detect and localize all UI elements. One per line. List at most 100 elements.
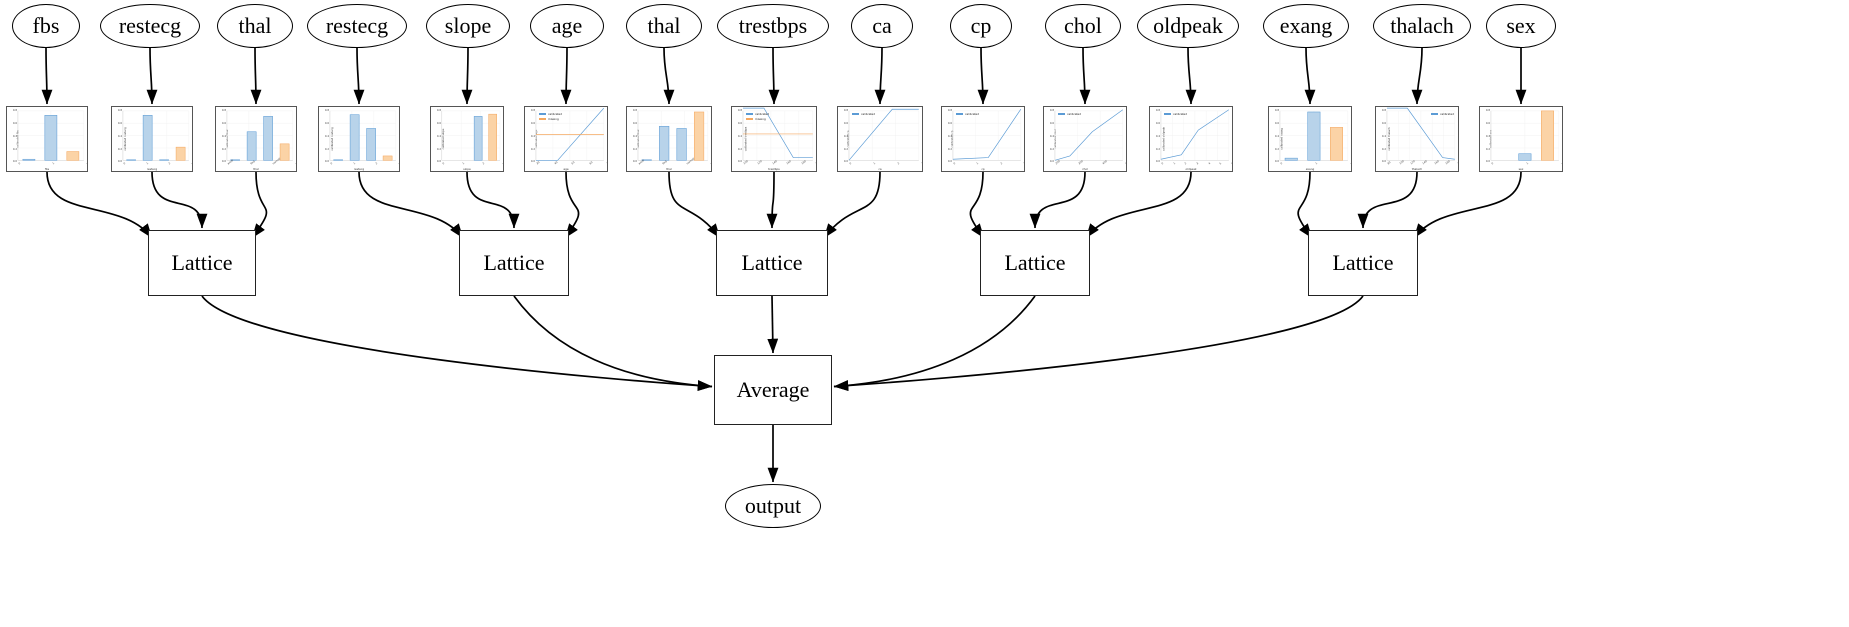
plot-ytick: 0.4 xyxy=(436,134,441,138)
lattice-node-label: Lattice xyxy=(171,250,233,275)
plot-ytick: 0.2 xyxy=(1049,147,1054,151)
plot-xlabel: cp xyxy=(981,167,985,171)
average-node[interactable]: Average xyxy=(714,355,832,425)
feature-node-thalach[interactable]: thalach xyxy=(1373,4,1471,48)
feature-node-label: chol xyxy=(1064,13,1102,38)
feature-node-ca[interactable]: ca xyxy=(851,4,913,48)
plot-ytick: 0.0 xyxy=(632,160,637,164)
edge-lattice-to-average-1 xyxy=(513,295,713,391)
plot-ytick: 0.4 xyxy=(1485,134,1490,138)
edge-feature-to-plot-chol xyxy=(1079,47,1091,105)
plot-bar xyxy=(142,115,153,161)
feature-node-label: trestbps xyxy=(738,13,808,38)
feature-node-trestbps[interactable]: trestbps xyxy=(717,4,829,48)
plot-ytick: 0.0 xyxy=(12,160,17,164)
legend-swatch-calibrated xyxy=(852,113,859,115)
plot-xlabel: restecg xyxy=(353,167,365,171)
plot-xlabel: chol xyxy=(1082,167,1088,171)
feature-node-thal[interactable]: thal xyxy=(217,4,293,48)
plot-graphic xyxy=(1490,110,1560,161)
feature-node-restecg[interactable]: restecg xyxy=(100,4,200,48)
plot-xlabel: age xyxy=(563,167,569,171)
plot-ytick: 0.6 xyxy=(1155,122,1160,126)
plot-xlabel: sex xyxy=(1518,167,1524,171)
plot-ytick: 0.8 xyxy=(843,109,848,113)
plot-ytick: 0.4 xyxy=(530,134,535,138)
feature-node-restecg[interactable]: restecg xyxy=(307,4,407,48)
plot-ytick: 0.6 xyxy=(1049,122,1054,126)
feature-node-oldpeak[interactable]: oldpeak xyxy=(1137,4,1239,48)
legend-item: calibrated xyxy=(852,112,875,116)
plot-ytick: 0.6 xyxy=(632,122,637,126)
feature-node-label: thal xyxy=(647,13,681,38)
feature-node-age[interactable]: age xyxy=(530,4,604,48)
edge-plot-to-lattice-thalach xyxy=(1357,171,1418,229)
plot-xlabel: thalach xyxy=(1411,167,1423,171)
lattice-node-0[interactable]: Lattice xyxy=(148,230,256,296)
edge-feature-to-plot-oldpeak xyxy=(1185,47,1197,105)
legend-label: calibrated xyxy=(755,112,770,116)
average-node-label: Average xyxy=(736,377,810,402)
plot-ytick: 0.8 xyxy=(1155,109,1160,113)
lattice-node-4[interactable]: Lattice xyxy=(1308,230,1418,296)
plot-ytick: 0.4 xyxy=(843,134,848,138)
plot-ytick: 0.4 xyxy=(221,134,226,138)
feature-node-label: oldpeak xyxy=(1153,13,1223,38)
plot-ytick: 0.0 xyxy=(1485,160,1490,164)
feature-node-slope[interactable]: slope xyxy=(426,4,510,48)
plot-legend: calibrated xyxy=(1164,112,1187,117)
feature-node-label: slope xyxy=(444,13,492,38)
plot-line-calibrated xyxy=(848,108,919,161)
plot-graphic xyxy=(17,110,85,161)
feature-node-fbs[interactable]: fbs xyxy=(12,4,80,48)
plot-ytick: 0.0 xyxy=(221,160,226,164)
output-node[interactable]: output xyxy=(725,484,821,528)
plot-ytick: 0.8 xyxy=(530,109,535,113)
feature-node-chol[interactable]: chol xyxy=(1045,4,1121,48)
plot-bar xyxy=(659,125,670,161)
lattice-node-3[interactable]: Lattice xyxy=(980,230,1090,296)
plot-bar xyxy=(1518,153,1532,161)
plot-bar xyxy=(246,131,257,161)
plot-legend: calibrated xyxy=(1058,112,1081,117)
plot-bar xyxy=(159,159,169,161)
plot-ytick: 0.2 xyxy=(1381,147,1386,151)
plot-xlabel: restecg xyxy=(146,167,158,171)
feature-node-cp[interactable]: cp xyxy=(950,4,1012,48)
plot-xlabel: fbs xyxy=(44,167,50,171)
legend-item: missing xyxy=(746,117,769,121)
plot-bar xyxy=(676,128,687,161)
lattice-node-1[interactable]: Lattice xyxy=(459,230,569,296)
plot-bar xyxy=(488,113,497,161)
plot-graphic xyxy=(1279,110,1349,161)
lattice-node-2[interactable]: Lattice xyxy=(716,230,828,296)
legend-swatch-calibrated xyxy=(1430,113,1438,115)
plot-bar xyxy=(1307,111,1321,161)
plot-xlabel: thal xyxy=(253,167,259,171)
plot-ytick: 0.2 xyxy=(324,147,329,151)
feature-node-exang[interactable]: exang xyxy=(1263,4,1349,48)
plot-ytick: 0.6 xyxy=(436,122,441,126)
legend-label: calibrated xyxy=(548,112,563,116)
undefined xyxy=(767,295,779,354)
legend-item: calibrated xyxy=(956,112,979,116)
plot-bar xyxy=(473,116,483,161)
plot-ytick: 0.6 xyxy=(324,122,329,126)
plot-bar xyxy=(366,128,376,161)
plot-ytick: 0.8 xyxy=(737,109,742,113)
plot-ytick: 0.2 xyxy=(1155,147,1160,151)
plot-ytick: 0.0 xyxy=(947,160,952,164)
edge-plot-to-lattice-chol xyxy=(1029,171,1086,229)
edge-plot-to-lattice-cp xyxy=(969,171,985,239)
plot-ytick: 0.8 xyxy=(117,109,122,113)
plot-legend: calibrated xyxy=(1430,112,1454,117)
feature-node-sex[interactable]: sex xyxy=(1486,4,1556,48)
feature-node-thal[interactable]: thal xyxy=(626,4,702,48)
plot-ytick: 0.2 xyxy=(117,147,122,151)
legend-item: missing xyxy=(539,117,562,121)
